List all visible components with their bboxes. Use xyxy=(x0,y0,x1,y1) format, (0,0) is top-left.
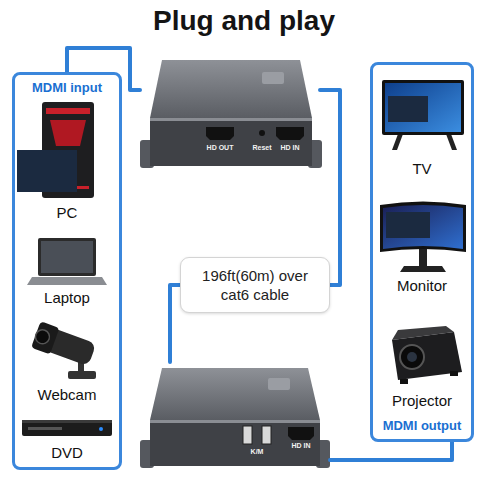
panel-heading: MDMI output xyxy=(383,418,462,434)
tv-icon xyxy=(382,80,464,150)
device-item: Monitor xyxy=(373,195,471,295)
device-item: DVD xyxy=(17,416,117,462)
device-label: Laptop xyxy=(44,289,90,307)
dvd-icon xyxy=(22,420,112,436)
device-item: Laptop xyxy=(17,233,117,307)
extender-unit: HD OUT Reset HD IN xyxy=(140,55,320,170)
panel-heading: MDMI input xyxy=(32,80,102,96)
device-item: Webcam xyxy=(17,318,117,404)
cable-connector xyxy=(170,90,340,362)
transmitter-illustration xyxy=(140,60,322,168)
device-group-panel: MDMI inputPC LaptopWebcamDVD xyxy=(12,72,122,470)
device-item: Projector xyxy=(373,322,471,410)
pc-icon xyxy=(17,102,94,198)
cable-connector xyxy=(330,442,452,460)
title: Plug and play xyxy=(153,4,335,38)
device-label: PC xyxy=(57,204,78,222)
receiver-illustration xyxy=(140,368,330,468)
monitor-icon xyxy=(380,202,466,273)
laptop-icon xyxy=(27,238,107,285)
webcam-icon xyxy=(31,321,97,379)
device-item: PC xyxy=(17,98,117,222)
device-label: DVD xyxy=(51,444,83,462)
port-label: Reset xyxy=(252,144,271,152)
projector-icon xyxy=(392,326,462,384)
device-label: Monitor xyxy=(397,277,447,295)
device-group-panel: MDMI output TV MonitorProjector xyxy=(370,62,474,442)
extender-unit: K/M HD IN xyxy=(140,362,330,474)
device-label: TV xyxy=(412,160,431,178)
cable-label: 196ft(60m) over cat6 cable xyxy=(180,257,330,313)
port-label: K/M xyxy=(251,448,264,456)
port-label: HD OUT xyxy=(207,144,234,152)
port-label: HD IN xyxy=(291,442,310,450)
device-label: Webcam xyxy=(38,386,97,404)
port-label: HD IN xyxy=(280,144,299,152)
device-label: Projector xyxy=(392,392,452,410)
device-item: TV xyxy=(373,72,471,178)
